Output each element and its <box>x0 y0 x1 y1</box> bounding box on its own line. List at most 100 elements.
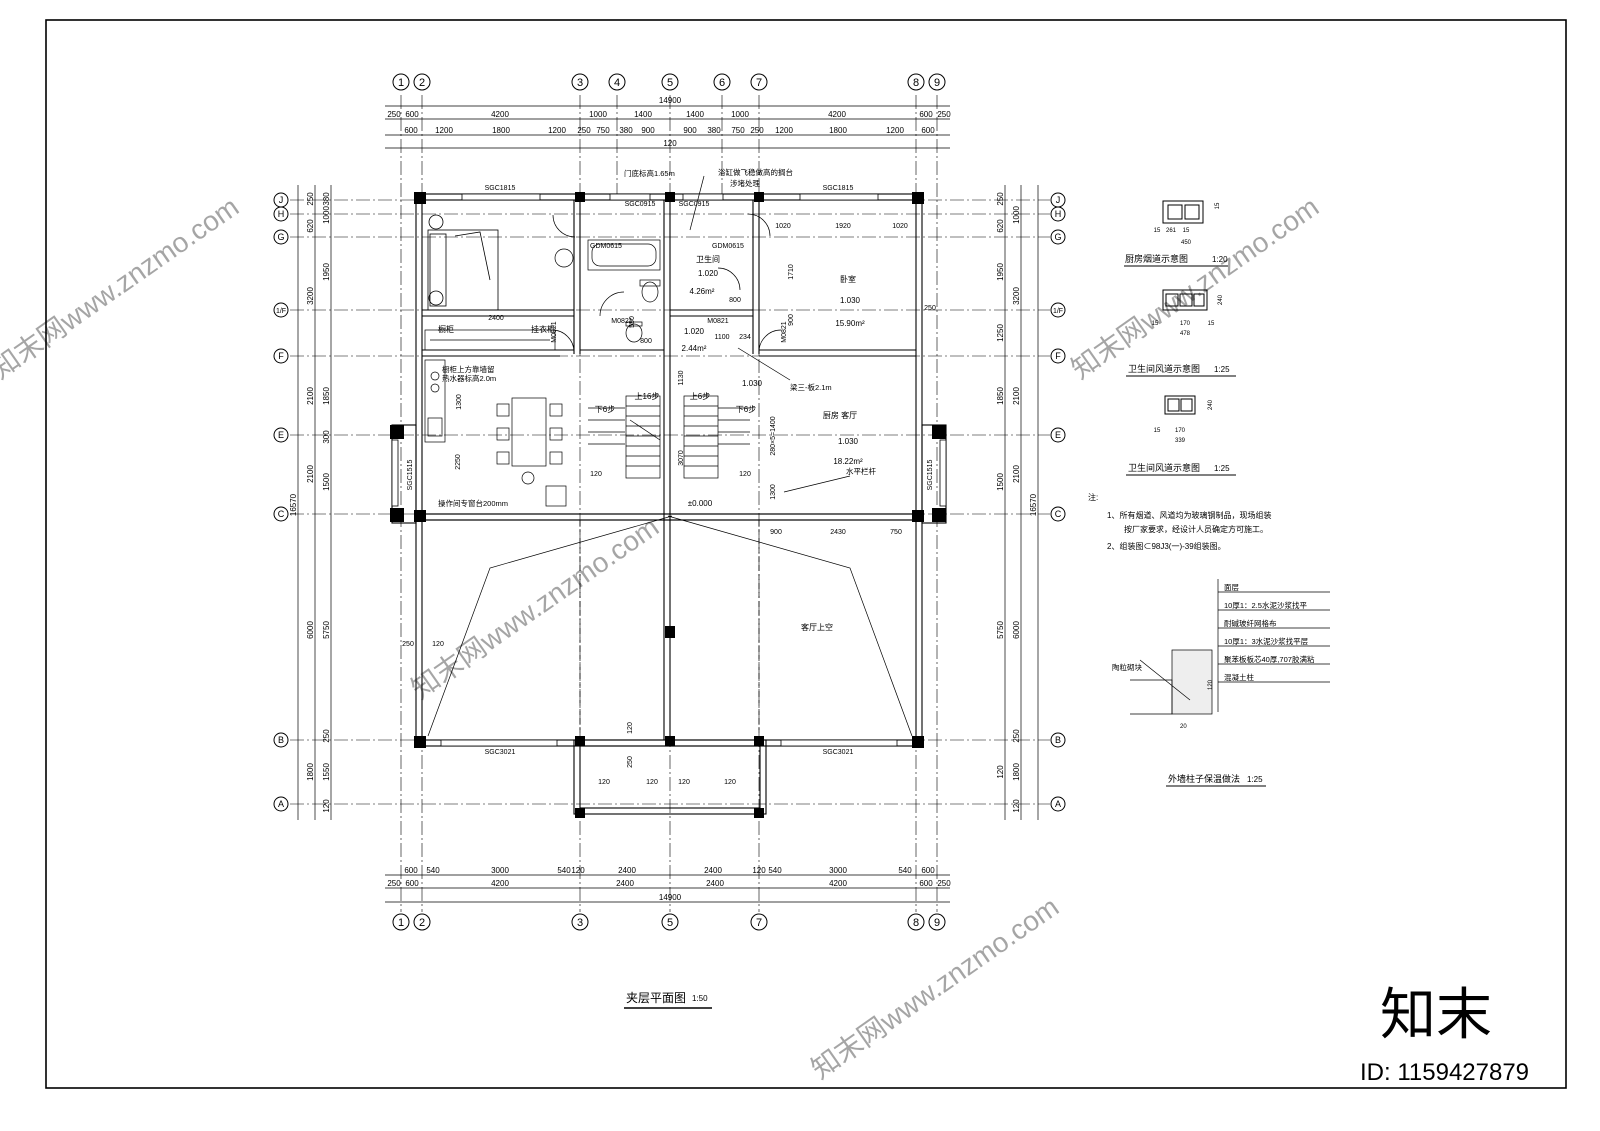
svg-text:600: 600 <box>921 126 935 135</box>
axis-label: A <box>1055 799 1061 809</box>
svg-text:120: 120 <box>571 866 585 875</box>
svg-text:5750: 5750 <box>322 621 331 639</box>
svg-text:4200: 4200 <box>829 879 847 888</box>
window-label: SGC3021 <box>485 749 516 756</box>
axis-labels-rows: J H G 1/F F E C B A J H G 1/F F E C B A <box>276 195 1063 809</box>
layer-label: 10厚1：2.5水泥沙浆找平 <box>1224 600 1307 610</box>
svg-text:6000: 6000 <box>306 621 315 639</box>
svg-text:280×5=1400: 280×5=1400 <box>770 416 777 455</box>
detail-column-insulation: 面层 10厚1：2.5水泥沙浆找平 耐碱玻纤网格布 10厚1：3水泥沙浆找平层 … <box>1112 579 1330 787</box>
watermark-layer: 知末网www.znzmo.com 知末网www.znzmo.com 知末网www… <box>0 191 1324 1085</box>
axis-label: 7 <box>756 77 762 89</box>
watermark-text: 知末网www.znzmo.com <box>1066 191 1325 385</box>
drawing-id: ID: 1159427879 <box>1360 1059 1529 1086</box>
window-label: SGC1815 <box>485 185 516 192</box>
axis-label: 1 <box>398 917 404 929</box>
svg-text:261: 261 <box>1166 228 1177 234</box>
dim-text-right: 250 620 1950 1250 1850 1500 5750 120 100… <box>996 192 1038 813</box>
axis-label: 3 <box>577 77 583 89</box>
room-name: 卧室 <box>840 274 856 284</box>
note: 门底标高1.65m <box>624 168 675 178</box>
axis-label: J <box>279 195 284 205</box>
svg-text:800: 800 <box>729 297 741 304</box>
svg-text:1850: 1850 <box>996 387 1005 405</box>
svg-text:2400: 2400 <box>488 315 504 322</box>
svg-text:900: 900 <box>641 126 655 135</box>
kitchen-counter <box>424 359 446 443</box>
overall-width: 14900 <box>659 96 682 105</box>
axis-label: 9 <box>934 77 940 89</box>
axis-label: E <box>1055 430 1061 440</box>
svg-text:600: 600 <box>404 126 418 135</box>
window-label: SGC1515 <box>927 460 934 491</box>
detail-flue: 15 261 15 450 15 厨房烟道示意图 1:20 <box>1124 200 1228 267</box>
elevation: 1.030 <box>840 296 861 305</box>
general-notes: 注: 1、所有烟道、风道均为玻璃钢制品，现场组装 按厂家要求，经设计人员确定方可… <box>1088 492 1271 551</box>
axis-label: 9 <box>934 917 940 929</box>
axis-label: 4 <box>614 77 620 89</box>
svg-text:15: 15 <box>1215 202 1221 209</box>
layer-label: 面层 <box>1224 583 1240 592</box>
svg-text:1250: 1250 <box>996 324 1005 342</box>
svg-text:250: 250 <box>937 879 951 888</box>
svg-text:15: 15 <box>1208 321 1215 327</box>
svg-text:2430: 2430 <box>830 529 846 536</box>
svg-text:3070: 3070 <box>678 450 685 466</box>
svg-text:600: 600 <box>921 866 935 875</box>
svg-text:1200: 1200 <box>886 126 904 135</box>
interior-dims: 1020 1920 1020 250 2400 1710 900 1100 23… <box>402 223 936 786</box>
svg-text:600: 600 <box>919 879 933 888</box>
note: 浴缸做飞稳做高的搁台 <box>718 167 793 177</box>
svg-text:600: 600 <box>919 110 933 119</box>
axis-label: E <box>278 430 284 440</box>
watermark-text: 知末网www.znzmo.com <box>0 191 244 385</box>
axis-label: 1 <box>398 77 404 89</box>
svg-text:3200: 3200 <box>306 287 315 305</box>
svg-text:620: 620 <box>306 219 315 233</box>
axis-labels-top: 1 2 3 4 5 6 7 8 9 <box>398 77 940 89</box>
svg-text:120: 120 <box>1012 799 1021 813</box>
elevation: 1.020 <box>698 269 719 278</box>
brand-watermark: 知末 ID: 1159427879 <box>1360 983 1529 1086</box>
axis-label: F <box>1055 351 1061 361</box>
svg-text:1800: 1800 <box>829 126 847 135</box>
door-label: M0821 <box>781 321 788 343</box>
svg-text:15: 15 <box>1152 321 1159 327</box>
svg-text:2250: 2250 <box>455 454 462 470</box>
axis-label: B <box>278 735 284 745</box>
svg-text:750: 750 <box>731 126 745 135</box>
bathroom-fixtures <box>554 239 661 343</box>
svg-text:380: 380 <box>322 192 331 206</box>
axis-label: 5 <box>667 917 673 929</box>
axis-label: H <box>1055 209 1062 219</box>
svg-text:620: 620 <box>996 219 1005 233</box>
svg-text:1500: 1500 <box>322 473 331 491</box>
detail-title: 外墙柱子保温做法 <box>1168 773 1240 784</box>
svg-text:120: 120 <box>322 799 331 813</box>
axis-label: 1/F <box>1053 308 1063 315</box>
window-labels: SGC1815 SGC1815 SGC0915 SGC0915 SGC3021 … <box>407 185 934 756</box>
annotations: 门底标高1.65m 浴缸做飞稳做高的搁台 涉堵处理 橱柜上方靠墙留 热水器标高2… <box>438 167 876 508</box>
svg-text:120: 120 <box>724 779 736 786</box>
svg-text:1710: 1710 <box>788 264 795 280</box>
elevation: 1.020 <box>684 327 705 336</box>
svg-text:2400: 2400 <box>616 879 634 888</box>
svg-text:250: 250 <box>924 305 936 312</box>
svg-text:1300: 1300 <box>770 484 777 500</box>
svg-text:120: 120 <box>627 722 634 734</box>
stair-label: 下6步 <box>595 405 615 414</box>
svg-text:240: 240 <box>1208 399 1214 410</box>
svg-text:170: 170 <box>1180 321 1191 327</box>
svg-text:250: 250 <box>306 192 315 206</box>
door-swings <box>551 213 782 353</box>
svg-text:1400: 1400 <box>634 110 652 119</box>
svg-text:120: 120 <box>663 139 677 148</box>
detail-title: 卫生间风道示意图 <box>1128 462 1200 473</box>
detail-scale: 1:25 <box>1247 775 1263 784</box>
stair-label: 上16步 <box>635 392 660 401</box>
svg-text:250: 250 <box>750 126 764 135</box>
note: 操作间专窗台200mm <box>438 498 508 508</box>
elevation: 1.030 <box>838 437 859 446</box>
note: 涉堵处理 <box>730 178 760 188</box>
